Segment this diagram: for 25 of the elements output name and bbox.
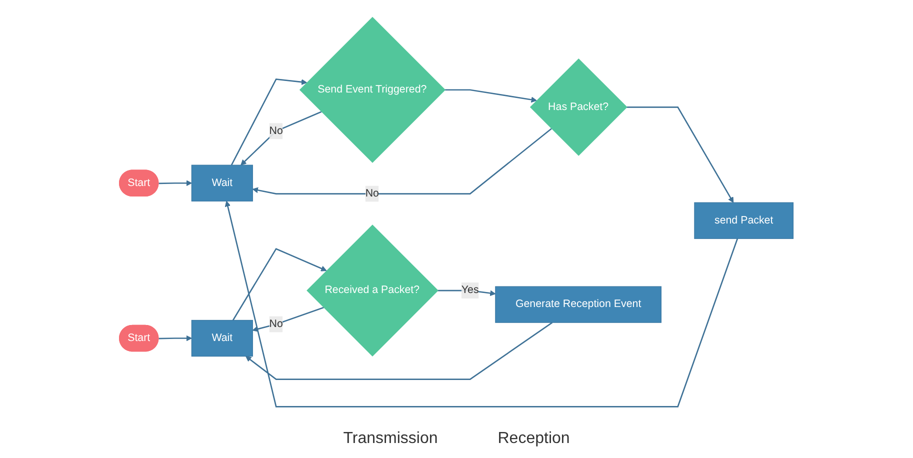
arrow [232,248,328,321]
node-box: send Packet [694,202,794,239]
node-box: Wait [192,164,254,202]
arrow [240,111,322,166]
arrow [225,200,738,408]
edge-label: No [366,188,380,200]
arrow [158,335,192,342]
arrow [444,89,538,103]
edge-label: No [270,125,284,136]
arrow [252,128,552,194]
node-box: Wait [192,320,254,357]
arrow [246,322,553,380]
node-diamond: Received a Packet? [306,224,439,356]
node-diamond: Has Packet? [530,58,628,156]
arrow [626,106,734,203]
arrow [231,78,308,166]
arrow [252,306,324,332]
node-diamond: Send Event Triggered? [300,16,446,163]
flow-caption: Transmission [343,430,438,448]
node-box: Generate Reception Event [495,286,662,323]
arrow [158,180,192,186]
arrow [438,290,496,296]
edge-label: Yes [462,284,480,296]
flow-caption: Reception [498,430,570,448]
edge-label: No [270,318,284,330]
